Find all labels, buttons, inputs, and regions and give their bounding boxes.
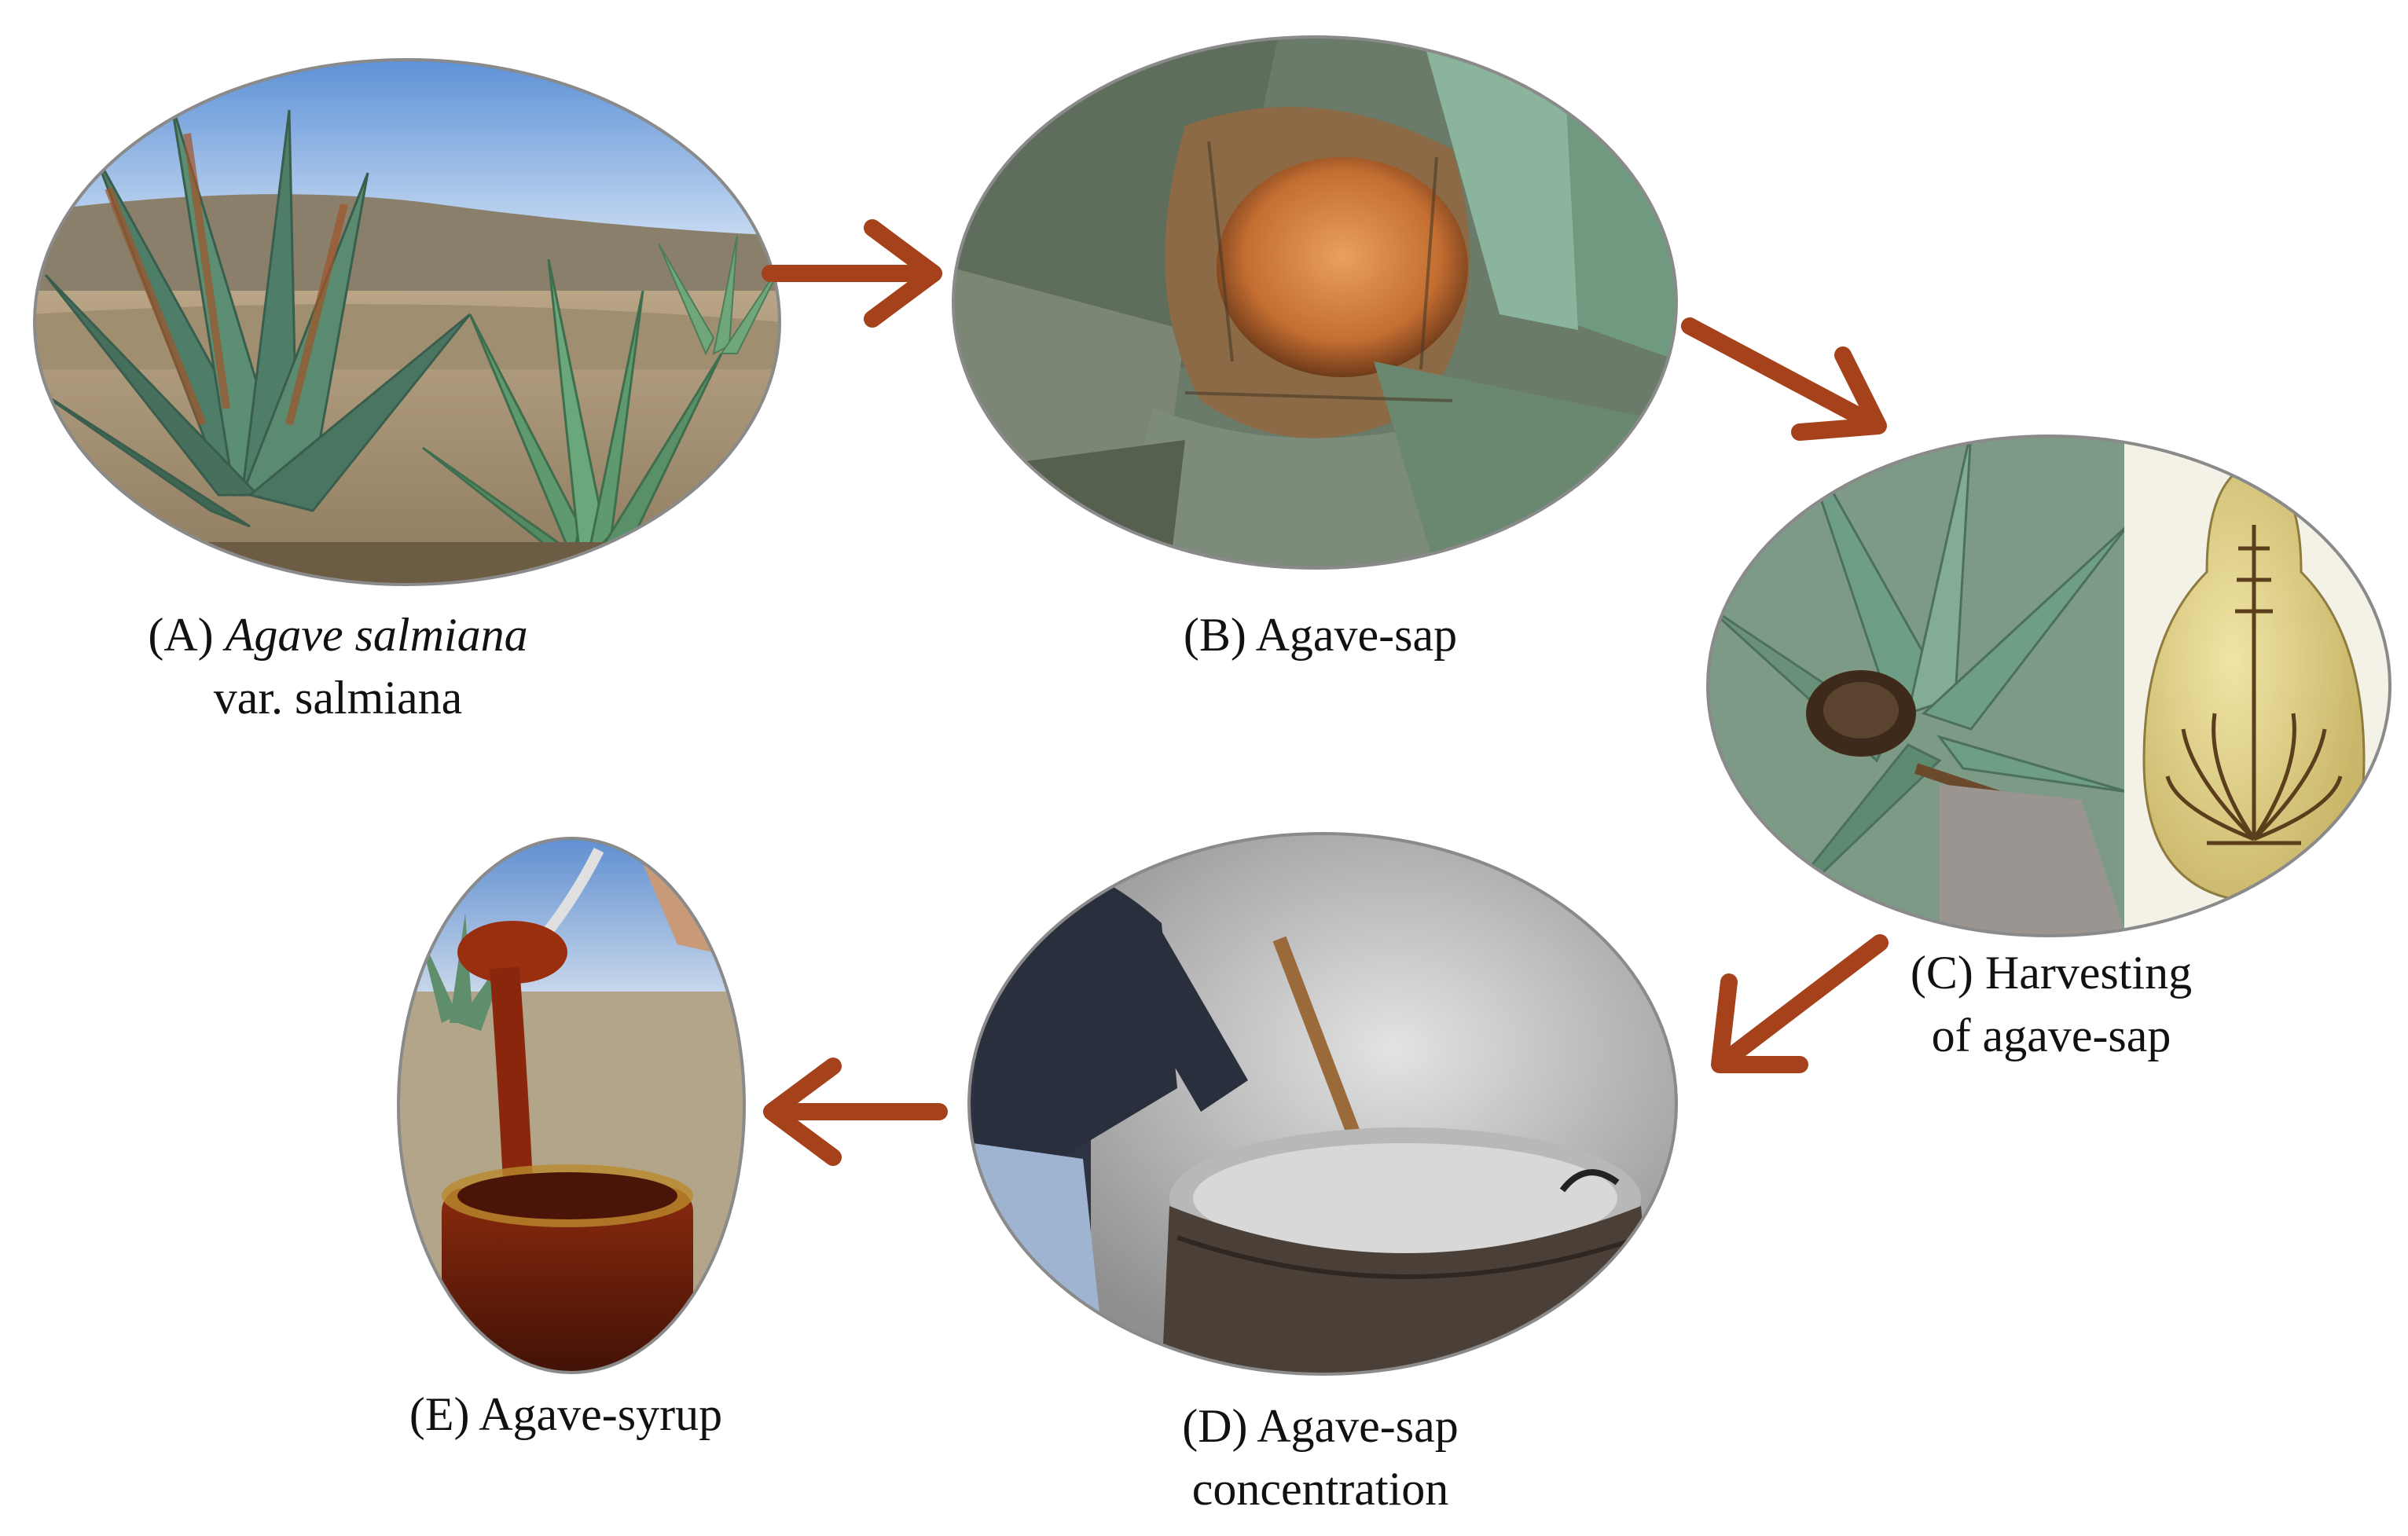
step-b-letter: (B) (1183, 609, 1246, 661)
photo-agave-sap (949, 31, 1680, 574)
photo-agave-syrup (395, 834, 748, 1377)
arrow-a-to-b (762, 219, 942, 328)
caption-d: (D) Agave-sap concentration (1085, 1395, 1556, 1520)
step-a-letter: (A) (148, 609, 214, 661)
photo-agave-field (30, 55, 784, 589)
caption-c-line1: (C) Harvesting (1855, 941, 2248, 1004)
step-c-letter: (C) (1910, 947, 1973, 999)
caption-c-line2: of agave-sap (1931, 1010, 2171, 1061)
step-e-name: Agave-syrup (479, 1388, 723, 1440)
step-a-species: Agave salmiana (225, 609, 528, 661)
caption-c: (C) Harvesting of agave-sap (1855, 941, 2248, 1067)
step-d-name-1: Agave-sap (1257, 1400, 1459, 1452)
photo-concentration (965, 829, 1680, 1379)
caption-d-line1: (D) Agave-sap (1085, 1395, 1556, 1457)
step-b-name: Agave-sap (1255, 609, 1458, 661)
caption-e: (E) Agave-syrup (330, 1383, 802, 1446)
step-c-name-1: Harvesting (1984, 947, 2193, 999)
step-d-letter: (D) (1182, 1400, 1248, 1452)
step-e-letter: (E) (409, 1388, 470, 1440)
caption-a-line1: (A) Agave salmiana (102, 603, 574, 666)
arrow-b-to-c (1681, 317, 1887, 441)
caption-d-line2: concentration (1191, 1463, 1449, 1515)
caption-a: (A) Agave salmiana var. salmiana (102, 603, 574, 729)
photo-harvesting (1704, 431, 2394, 941)
arrow-d-to-e (763, 1058, 948, 1166)
caption-a-line2: var. salmiana (213, 672, 463, 724)
caption-b: (B) Agave-sap (1085, 603, 1556, 666)
arrow-c-to-d (1711, 934, 1889, 1073)
